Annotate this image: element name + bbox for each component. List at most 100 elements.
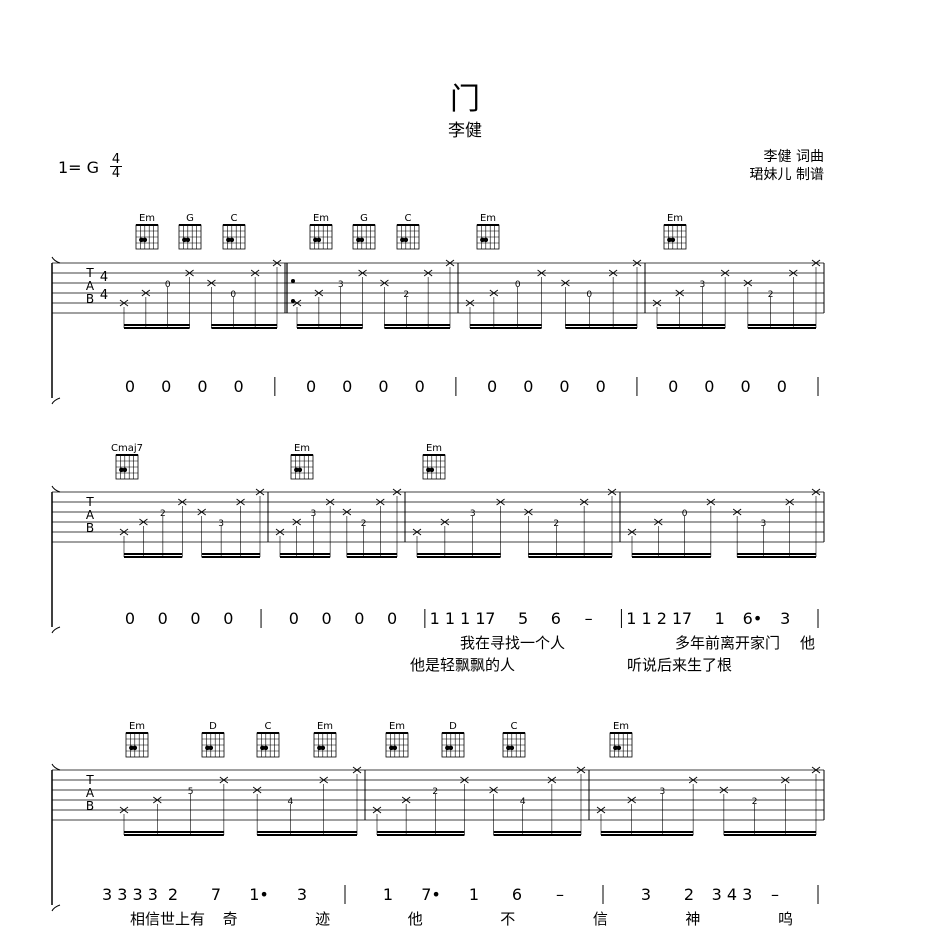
chord-dot [320,745,326,751]
chord-name: Em [426,443,442,454]
jianpu-note: 2 [684,885,694,904]
jianpu-note: 1 1 1 1 [430,609,486,628]
tab-x-mark [314,289,324,297]
chord-dot [185,237,191,243]
tab-x-mark [185,269,194,277]
tab-time-sig: 4 [100,288,108,303]
jianpu-note: 0 [559,377,569,396]
tab-x-mark [392,488,402,496]
tab-x-mark [547,776,557,784]
jianpu-note: 3 [297,885,307,904]
jianpu-note: 0 [668,377,678,396]
tab-x-mark [811,488,821,496]
lyric-line-1: 迹 [315,910,330,928]
tab-x-mark [119,806,129,814]
chord-dot [316,237,322,243]
chord-dot [208,745,214,751]
tab-fret-number: 2 [160,509,166,519]
tab-x-mark [496,498,505,506]
tab-letter: B [86,292,94,306]
chord-name: Em [667,213,683,224]
jianpu-note: 3 3 3 3 [102,885,158,904]
tab-fret-number: 3 [218,519,224,529]
tab-x-mark [811,259,821,267]
jianpu-note: 3 [641,885,651,904]
chord-name: Em [294,443,310,454]
tab-fret-number: 0 [682,509,688,519]
tab-letter: A [86,279,95,293]
tab-letter: A [86,508,95,522]
jianpu-note: – [585,609,593,628]
bracket-top [51,485,61,493]
tab-letter: T [85,773,94,787]
tab-fret-number: 0 [515,280,521,290]
chord-dot [359,237,365,243]
tab-letter: B [86,799,94,813]
chord-dot [122,467,128,473]
tab-x-mark [607,488,617,496]
tab-fret-number: 3 [660,787,666,797]
lyric-line-1: 不 [500,910,515,928]
time-bottom: 4 [110,166,122,181]
tab-x-mark [272,259,282,267]
tab-fret-number: 0 [230,290,236,300]
chord-dot [226,237,231,243]
jianpu-note: 0 [596,377,606,396]
jianpu-note: – [556,885,564,904]
tab-letter: T [85,495,94,509]
lyric-line-1: 相信世上有 [130,910,205,928]
chord-name: Cmaj7 [111,443,143,454]
tab-time-sig: 4 [100,270,108,285]
jianpu-note: 0 [415,377,425,396]
tab-fret-number: 2 [361,519,367,529]
chord-name: C [511,721,518,732]
jianpu-note: 1 [469,885,479,904]
chord-name: Em [313,213,329,224]
tab-x-mark [706,498,716,506]
jianpu-note: 6 [512,885,522,904]
chord-dot [119,467,124,473]
tab-x-mark [811,766,821,774]
tab-x-mark [342,508,352,516]
chord-dot [317,745,322,751]
tab-x-mark [732,508,742,516]
tab-x-mark [743,279,753,287]
tab-fret-number: 4 [288,797,294,807]
jianpu-note: 0 [125,609,135,628]
tab-x-mark [489,289,499,297]
chord-name: D [449,721,457,732]
chord-dot [294,467,299,473]
chord-name: Em [317,721,333,732]
tab-x-mark [319,776,328,784]
bracket-bottom [51,397,61,405]
chord-dot [483,237,489,243]
jianpu-note: 7 [485,609,495,628]
tab-x-mark [236,498,245,506]
chord-name: G [360,213,368,224]
chord-dot [132,745,138,751]
chord-dot [445,745,450,751]
tab-x-mark [445,259,455,267]
tab-x-mark [275,528,285,536]
lyric-line-1: 多年前离开家门 [675,634,780,652]
tab-x-mark [197,508,206,516]
chord-dot [229,237,235,243]
chord-dot [313,237,318,243]
chord-name: Em [129,721,145,732]
tab-x-mark [380,279,389,287]
jianpu-note: 0 [161,377,171,396]
chord-dot [263,745,269,751]
jianpu-note: 2 [168,885,178,904]
chord-dot [670,237,676,243]
tab-x-mark [489,786,498,794]
tab-letter: A [86,786,95,800]
chord-name: Em [480,213,496,224]
bracket-top [51,763,61,771]
tab-x-mark [627,528,637,536]
jianpu-note: 1 1 2 1 [626,609,682,628]
chord-dot [613,745,618,751]
chord-name: D [209,721,217,732]
tab-x-mark [440,518,450,526]
tab-x-mark [785,498,794,506]
